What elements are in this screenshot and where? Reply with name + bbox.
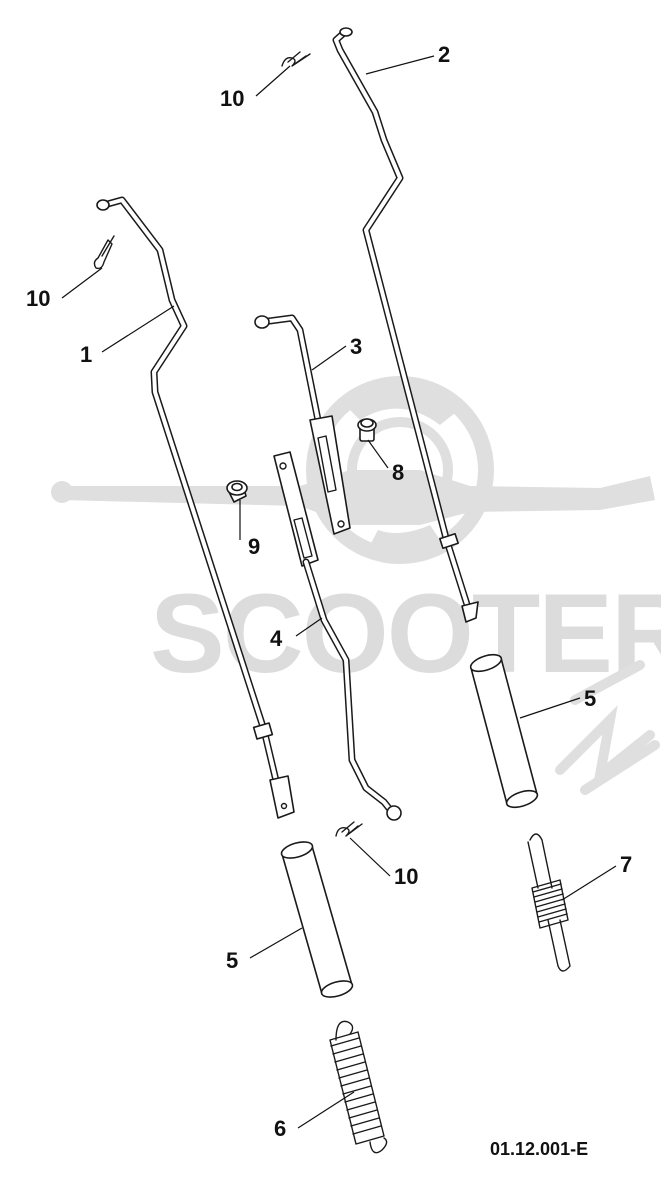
watermark-swoosh — [555, 660, 660, 795]
part-10-clip-left — [93, 235, 115, 270]
callout-3: 3 — [350, 334, 362, 359]
callout-7: 7 — [620, 852, 632, 877]
leader-3 — [311, 345, 347, 371]
leader-10-top — [255, 65, 291, 97]
callout-8: 8 — [392, 460, 404, 485]
leader-1 — [101, 305, 175, 353]
leader-2 — [365, 55, 435, 75]
part-3-link — [254, 314, 351, 535]
part-5-sleeve-left — [280, 841, 354, 998]
watermark-logo — [51, 376, 655, 564]
callout-5-right: 5 — [584, 686, 596, 711]
part-1-rod — [96, 196, 295, 819]
part-5-sleeve-right — [469, 653, 539, 809]
leaders — [61, 55, 617, 1129]
part-4-link — [273, 451, 402, 821]
callout-1: 1 — [80, 342, 92, 367]
leader-10-left — [61, 267, 103, 299]
part-6-spring — [329, 1020, 388, 1154]
callout-10-lower: 10 — [394, 864, 418, 889]
callout-4: 4 — [270, 626, 283, 651]
part-8-pin — [357, 418, 377, 442]
callout-5-left: 5 — [226, 948, 238, 973]
callout-labels: 1 2 3 4 5 5 6 7 8 9 10 10 10 — [26, 42, 632, 1141]
leader-10-lower — [349, 837, 391, 877]
part-2-rod — [332, 27, 479, 623]
callout-9: 9 — [248, 534, 260, 559]
watermark: SCOOTER — [51, 376, 661, 795]
leader-6 — [297, 1091, 355, 1129]
callout-10-left: 10 — [26, 286, 50, 311]
leader-5-left — [249, 927, 303, 959]
callout-6: 6 — [274, 1116, 286, 1141]
watermark-text: SCOOTER — [150, 571, 661, 696]
callout-10-top: 10 — [220, 86, 244, 111]
leader-5-right — [519, 697, 581, 719]
figure-id: 01.12.001-E — [490, 1139, 589, 1159]
callout-2: 2 — [438, 42, 450, 67]
part-7-spring — [527, 833, 571, 972]
part-10-clip-lower — [335, 821, 363, 837]
part-9-bushing — [226, 480, 248, 503]
part-10-clip-top — [281, 51, 311, 67]
leader-4 — [295, 617, 323, 637]
leader-7 — [561, 865, 617, 901]
leader-8 — [367, 439, 389, 469]
